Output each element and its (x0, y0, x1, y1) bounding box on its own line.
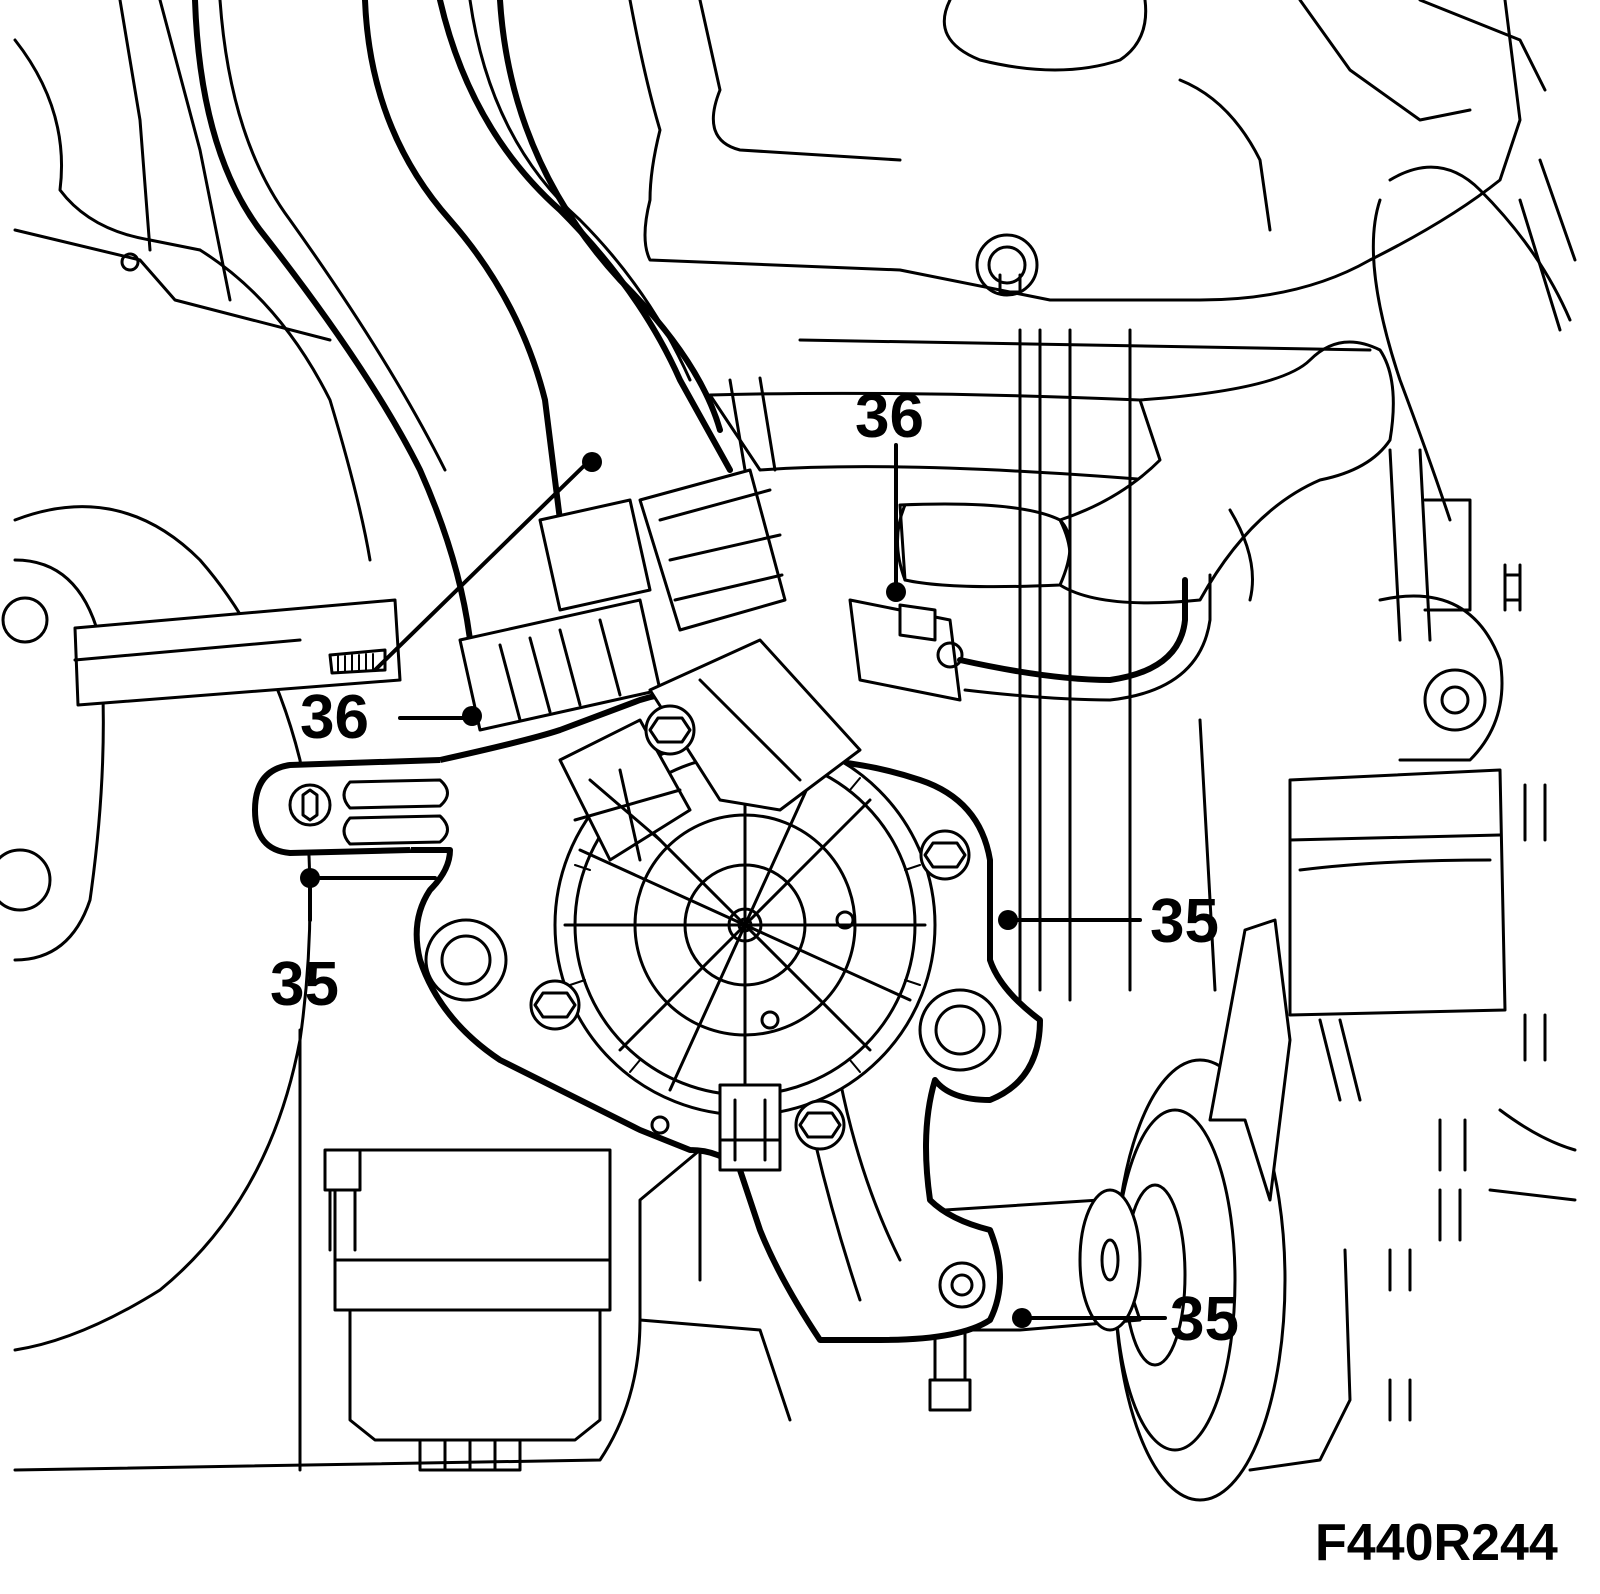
callout-35-left: 35 (270, 950, 339, 1019)
figure-id-label: F440R244 (1315, 1514, 1558, 1572)
callout-35-bottom-right: 35 (1170, 1285, 1239, 1354)
callout-36-left: 36 (300, 683, 369, 752)
engine-background (0, 0, 1577, 1502)
callout-leaders (300, 443, 1167, 1328)
callout-35-mid-right: 35 (1150, 887, 1219, 956)
callout-labels: 36 36 35 35 35 (270, 382, 1239, 1354)
callout-36-top: 36 (855, 382, 924, 451)
pump-housing (529, 638, 971, 1172)
